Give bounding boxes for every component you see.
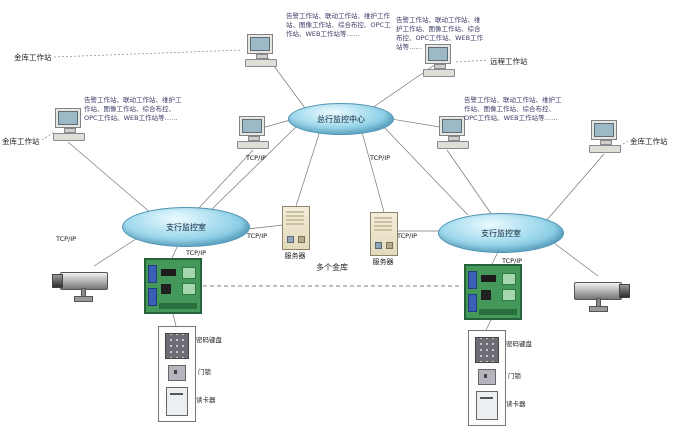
note-top-right: 告警工作站、联动工作站、维护工作站、图像工作站、综合布控、OPC工作站、WEB工…	[396, 16, 484, 52]
keypad-icon	[165, 333, 189, 359]
branch-monitoring-cloud-right: 支行监控室	[438, 213, 564, 253]
access-controller-board-left	[144, 258, 202, 314]
keyboard-icon	[237, 141, 269, 149]
server-label-left: 服务器	[284, 252, 306, 260]
tcpip-label-2: TCP/IP	[370, 154, 391, 162]
reader-label-left: 读卡器	[196, 396, 216, 404]
monitor-icon	[591, 120, 617, 140]
note-mid-right: 告警工作站、联动工作站、维护工作站、图像工作站、综合布控、OPC工作站、WEB工…	[464, 96, 562, 123]
keyboard-icon	[423, 69, 455, 77]
tcpip-label-5: TCP/IP	[186, 249, 207, 257]
vault-workstation-label-top: 金库工作站	[14, 53, 52, 62]
tcpip-label-7: TCP/IP	[502, 257, 523, 265]
branch-monitoring-cloud-left: 支行监控室	[122, 207, 250, 247]
workstation-icon-mid-right-inner	[436, 116, 470, 150]
reader-label-right: 读卡器	[506, 400, 526, 408]
workstation-icon-mid-left-outer	[52, 108, 86, 142]
relay	[502, 273, 516, 285]
note-mid-left: 告警工作站、联动工作站、维护工作站、图像工作站、综合布控、OPC工作站、WEB工…	[84, 96, 182, 123]
camera-lens	[619, 284, 630, 298]
terminal-block	[148, 288, 157, 306]
workstation-icon-top-right	[422, 44, 456, 78]
cctv-camera-icon-right	[564, 274, 632, 314]
keyboard-icon	[437, 141, 469, 149]
workstation-icon-mid-left-inner	[236, 116, 270, 150]
keyboard-icon	[589, 145, 621, 153]
card-reader-icon	[166, 387, 188, 416]
tcpip-label-4: TCP/IP	[247, 232, 268, 240]
hq-monitoring-cloud: 总行监控中心	[288, 103, 394, 135]
door-lock-icon	[168, 365, 186, 381]
chip	[481, 275, 496, 282]
tcpip-label-6: TCP/IP	[397, 232, 418, 240]
relay	[182, 283, 196, 295]
door-access-stack-left	[158, 326, 196, 422]
door-access-stack-right	[468, 330, 506, 426]
keypad-label-left: 密码键盘	[196, 336, 222, 344]
chip	[161, 269, 176, 276]
monitor-icon	[247, 34, 273, 54]
server-icon-left	[282, 206, 310, 250]
lock-label-right: 门锁	[508, 372, 521, 380]
terminal-block	[468, 294, 477, 312]
workstation-icon-top-left	[244, 34, 278, 68]
branch-left-label: 支行监控室	[166, 222, 206, 232]
note-top-left: 告警工作站、联动工作站、维护工作站、图像工作站、综合布控、OPC工作站、WEB工…	[286, 12, 391, 39]
monitor-icon	[425, 44, 451, 64]
terminal-block	[148, 265, 157, 283]
branch-right-label: 支行监控室	[481, 228, 521, 238]
camera-lens	[52, 274, 63, 288]
access-controller-board-right	[464, 264, 522, 320]
tcpip-label-3: TCP/IP	[56, 235, 77, 243]
tcpip-label-1: TCP/IP	[246, 154, 267, 162]
chip	[161, 284, 171, 294]
multi-vault-label: 多个金库	[316, 263, 348, 272]
keyboard-icon	[245, 59, 277, 67]
workstation-icon-mid-right-outer	[588, 120, 622, 154]
card-reader-icon	[476, 391, 498, 420]
keypad-icon	[475, 337, 499, 363]
lock-label-left: 门锁	[198, 368, 211, 376]
server-label-right: 服务器	[372, 258, 394, 266]
server-icon-right	[370, 212, 398, 256]
keyboard-icon	[53, 133, 85, 141]
hq-cloud-label: 总行监控中心	[317, 114, 365, 124]
relay	[502, 289, 516, 301]
monitor-icon	[55, 108, 81, 128]
relay	[182, 267, 196, 279]
vault-workstation-label-left: 金库工作站	[2, 137, 40, 146]
terminal-block	[468, 271, 477, 289]
vault-workstation-label-right: 金库工作站	[630, 137, 668, 146]
remote-workstation-label: 远程工作站	[490, 57, 528, 66]
keypad-label-right: 密码键盘	[506, 340, 532, 348]
door-lock-icon	[478, 369, 496, 385]
chip	[481, 290, 491, 300]
monitor-icon	[239, 116, 265, 136]
cctv-camera-icon-left	[50, 264, 118, 304]
monitor-icon	[439, 116, 465, 136]
